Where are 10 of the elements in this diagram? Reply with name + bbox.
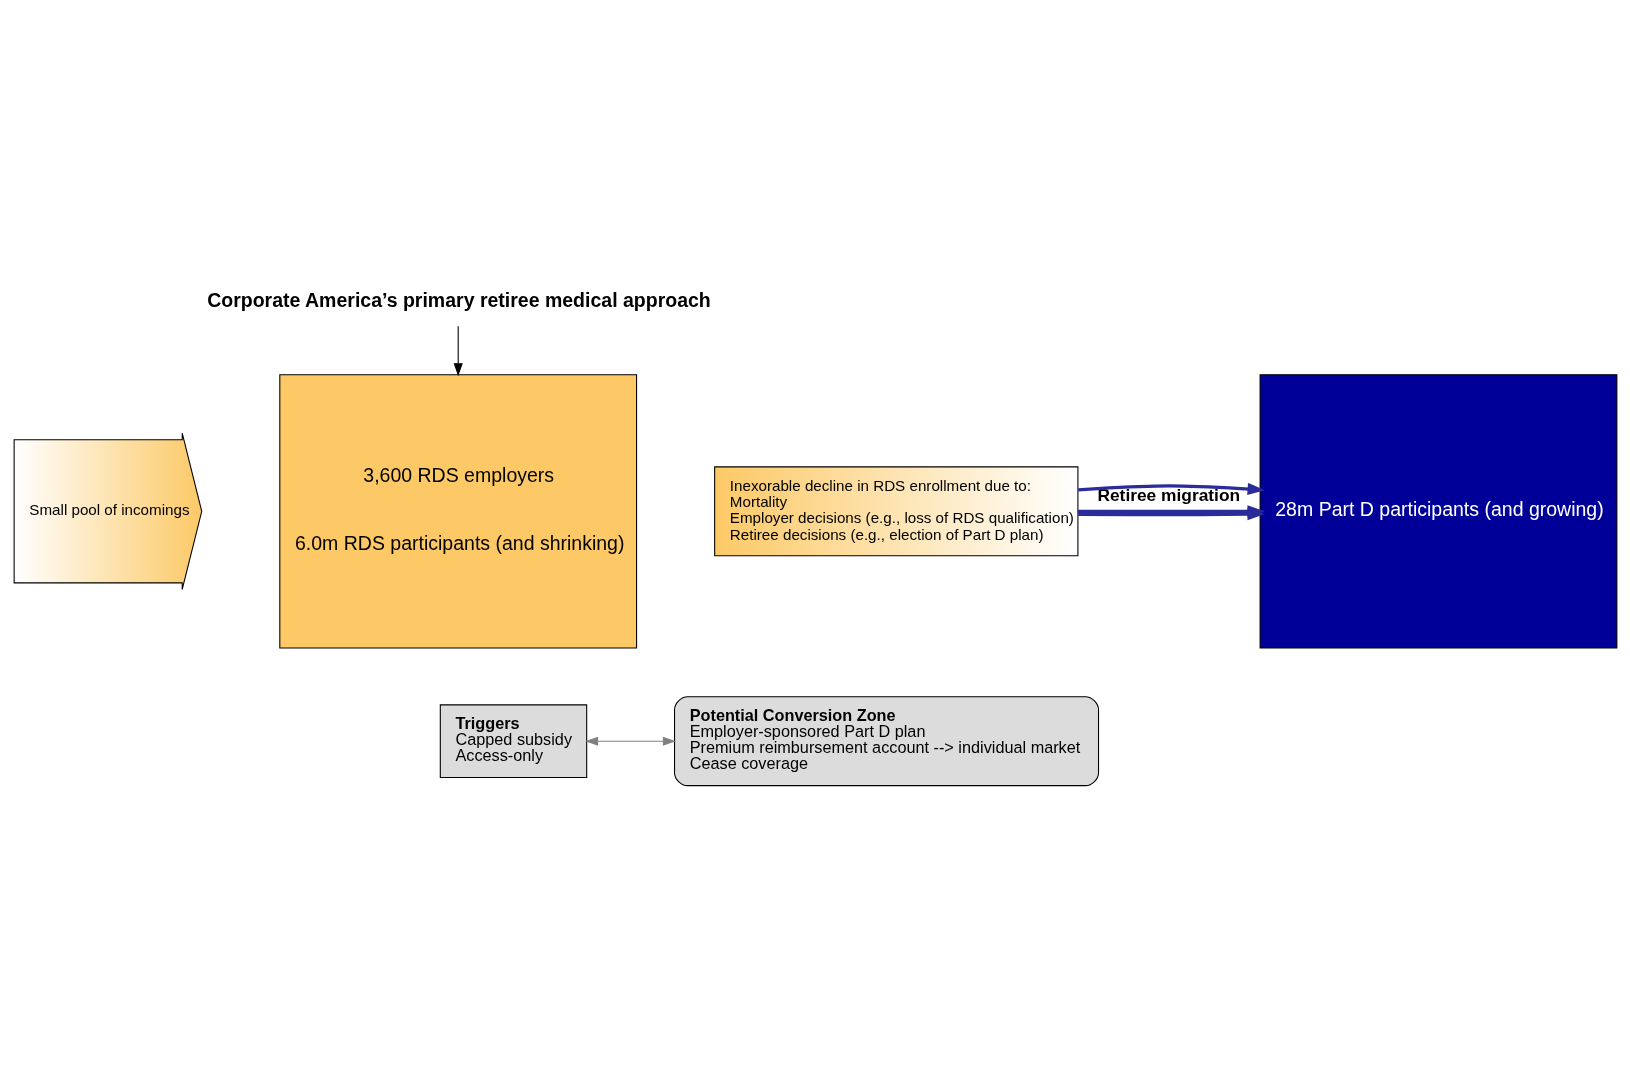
node-box: 28m Part D participants (and growing) [1259, 374, 1617, 649]
node-text: Corporate America’s primary retiree medical approach [206, 288, 711, 311]
arrow [1077, 482, 1265, 496]
node-box: 3,600 RDS employers 6.0m RDS participants (and shrinking) [278, 374, 637, 649]
node-box: Potential Conversion Zone Employer-sponsored Part D plan Premium reimbursement account --> individual market Cease coverage [673, 696, 1099, 787]
node-box: Triggers Capped subsidy Access-only [439, 704, 587, 779]
arrow [584, 736, 676, 746]
edge-label: Retiree migration [1096, 485, 1240, 506]
node-box: Inexorable decline in RDS enrollment due to: Mortality Employer decisions (e.g., loss of RDS qualification) Retiree decisions (e.g., election of Part D plan) [713, 466, 1078, 557]
arrow [453, 325, 463, 377]
